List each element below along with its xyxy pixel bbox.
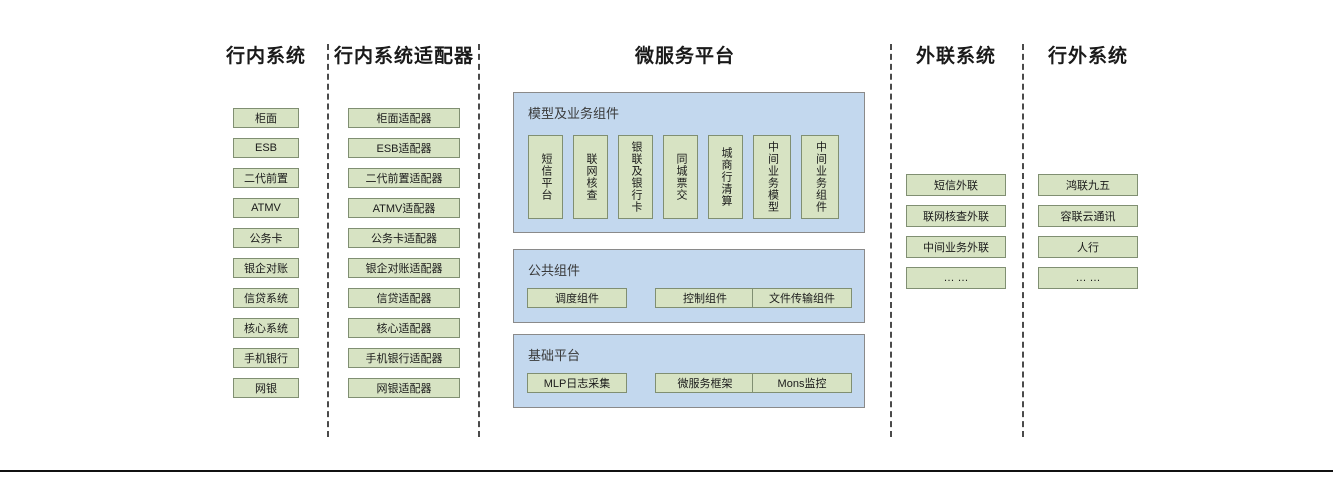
panel-public-components: 公共组件	[513, 249, 865, 323]
adapter-item[interactable]: 手机银行适配器	[348, 348, 460, 368]
column-external-link-systems: 外联系统 短信外联 联网核查外联 中间业务外联 … …	[892, 44, 1020, 289]
model-component-box[interactable]: 中间业务模型	[753, 135, 791, 219]
model-component-label: 同城票交	[675, 153, 687, 201]
column-title-outbank: 行外系统	[1047, 46, 1128, 67]
outbank-item[interactable]: 人行	[1038, 236, 1138, 258]
inbank-item[interactable]: ATMV	[233, 198, 299, 218]
adapter-item[interactable]: 柜面适配器	[348, 108, 460, 128]
column-inbank-adapters: 行内系统适配器 柜面适配器 ESB适配器 二代前置适配器 ATMV适配器 公务卡…	[330, 44, 478, 408]
public-component-box[interactable]: 控制组件	[655, 288, 755, 308]
panel-title-model-business: 模型及业务组件	[528, 106, 620, 121]
adapter-item[interactable]: 银企对账适配器	[348, 258, 460, 278]
column-microservice-platform: 微服务平台	[480, 44, 890, 70]
basic-platform-box[interactable]: Mons监控	[752, 373, 852, 393]
model-component-label: 城商行清算	[720, 147, 732, 207]
external-item-more[interactable]: … …	[906, 267, 1006, 289]
separator-inbank-adapter	[327, 44, 329, 437]
separator-adapter-platform	[478, 44, 480, 437]
inbank-item[interactable]: ESB	[233, 138, 299, 158]
outbank-item[interactable]: 鸿联九五	[1038, 174, 1138, 196]
panel-title-basic: 基础平台	[528, 348, 581, 363]
public-component-box[interactable]: 文件传输组件	[752, 288, 852, 308]
adapter-item[interactable]: ESB适配器	[348, 138, 460, 158]
external-item[interactable]: 联网核查外联	[906, 205, 1006, 227]
column-inbank-systems: 行内系统 柜面 ESB 二代前置 ATMV 公务卡 银企对账 信贷系统 核心系统…	[205, 44, 327, 408]
model-component-label: 银联及银行卡	[630, 141, 642, 213]
separator-platform-external	[890, 44, 892, 437]
model-component-label: 中间业务模型	[766, 141, 779, 213]
adapter-item-list: 柜面适配器 ESB适配器 二代前置适配器 ATMV适配器 公务卡适配器 银企对账…	[330, 108, 478, 408]
inbank-item[interactable]: 公务卡	[233, 228, 299, 248]
column-title-platform: 微服务平台	[634, 46, 735, 67]
outbank-item[interactable]: 容联云通讯	[1038, 205, 1138, 227]
column-title-external: 外联系统	[915, 46, 996, 67]
model-component-box[interactable]: 联网核查	[573, 135, 608, 219]
model-component-box[interactable]: 中间业务组件	[801, 135, 839, 219]
model-component-label: 中间业务组件	[814, 141, 827, 213]
outbank-item-more[interactable]: … …	[1038, 267, 1138, 289]
inbank-item[interactable]: 柜面	[233, 108, 299, 128]
inbank-item[interactable]: 银企对账	[233, 258, 299, 278]
panel-basic-platform: 基础平台	[513, 334, 865, 408]
column-outbank-systems: 行外系统 鸿联九五 容联云通讯 人行 … …	[1024, 44, 1152, 289]
outbank-item-list: 鸿联九五 容联云通讯 人行 … …	[1024, 174, 1152, 289]
model-component-label: 联网核查	[585, 153, 597, 201]
bottom-divider	[0, 470, 1333, 472]
adapter-item[interactable]: 核心适配器	[348, 318, 460, 338]
inbank-item[interactable]: 信贷系统	[233, 288, 299, 308]
model-component-box[interactable]: 同城票交	[663, 135, 698, 219]
adapter-item[interactable]: 公务卡适配器	[348, 228, 460, 248]
panel-title-public: 公共组件	[528, 263, 581, 278]
inbank-item[interactable]: 手机银行	[233, 348, 299, 368]
column-title-adapter: 行内系统适配器	[333, 46, 474, 67]
inbank-item-list: 柜面 ESB 二代前置 ATMV 公务卡 银企对账 信贷系统 核心系统 手机银行…	[205, 108, 327, 408]
inbank-item[interactable]: 网银	[233, 378, 299, 398]
inbank-item[interactable]: 二代前置	[233, 168, 299, 188]
external-item-list: 短信外联 联网核查外联 中间业务外联 … …	[892, 174, 1020, 289]
basic-platform-box[interactable]: MLP日志采集	[527, 373, 627, 393]
model-component-box[interactable]: 城商行清算	[708, 135, 743, 219]
public-component-box[interactable]: 调度组件	[527, 288, 627, 308]
separator-external-outbank	[1022, 44, 1024, 437]
basic-platform-box[interactable]: 微服务框架	[655, 373, 755, 393]
adapter-item[interactable]: ATMV适配器	[348, 198, 460, 218]
model-component-box[interactable]: 银联及银行卡	[618, 135, 653, 219]
external-item[interactable]: 短信外联	[906, 174, 1006, 196]
adapter-item[interactable]: 网银适配器	[348, 378, 460, 398]
column-title-inbank: 行内系统	[225, 46, 306, 67]
external-item[interactable]: 中间业务外联	[906, 236, 1006, 258]
inbank-item[interactable]: 核心系统	[233, 318, 299, 338]
adapter-item[interactable]: 二代前置适配器	[348, 168, 460, 188]
model-component-label: 短信平台	[540, 153, 552, 201]
adapter-item[interactable]: 信贷适配器	[348, 288, 460, 308]
model-component-box[interactable]: 短信平台	[528, 135, 563, 219]
